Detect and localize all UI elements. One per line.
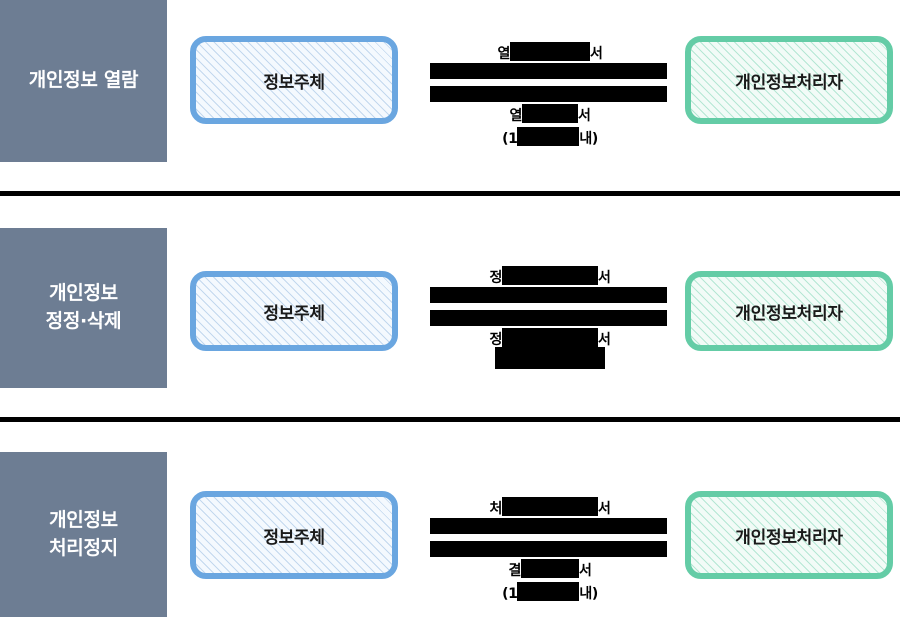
sidebar-block-correction-deletion: 개인정보 정정·삭제: [0, 228, 167, 388]
caption-suffix: 서: [590, 46, 603, 62]
caption-suffix: 서: [598, 270, 611, 286]
redacted-text: [495, 347, 605, 369]
caption-prefix: 처: [489, 501, 503, 517]
caption-suffix: 서: [598, 332, 611, 348]
actor-label-data-subject: 정보주체: [263, 72, 325, 93]
sidebar-label-processing-suspension: 개인정보 처리정지: [49, 508, 118, 559]
flow-arrow-outbound-redacted: [430, 287, 667, 303]
row-divider-1: [0, 191, 900, 196]
actor-label-data-subject: 정보주체: [263, 303, 325, 324]
caption-prefix: 열: [497, 46, 511, 62]
redacted-text: [522, 104, 578, 123]
caption-suffix: 내): [579, 585, 598, 602]
caption-prefix: 열: [509, 108, 523, 124]
actor-box-data-controller[interactable]: 개인정보처리자: [685, 36, 893, 124]
caption-prefix: (1: [502, 585, 518, 602]
caption-deadline-line: (1 내): [415, 581, 685, 604]
sidebar-block-processing-suspension: 개인정보 처리정지: [0, 452, 167, 617]
flow-arrow-inbound-redacted: [430, 86, 667, 102]
redacted-text: [517, 126, 580, 146]
caption-suffix: 내): [579, 130, 598, 147]
flow-arrow-inbound-redacted: [430, 310, 667, 326]
redacted-text: [502, 266, 598, 285]
flow-arrow-outbound-redacted: [430, 518, 667, 534]
flow-caption-response-bottom: 열 서 (1 내): [415, 104, 685, 149]
sidebar-label-correction-deletion: 개인정보 정정·삭제: [45, 282, 122, 332]
row-divider-2: [0, 417, 900, 422]
caption-prefix: 결: [508, 563, 522, 579]
redacted-text: [517, 581, 580, 601]
caption-prefix: (1: [502, 130, 518, 147]
actor-label-data-subject: 정보주체: [263, 527, 325, 548]
sidebar-block-access: 개인정보 열람: [0, 0, 167, 162]
redacted-text: [510, 42, 590, 61]
caption-suffix: 서: [598, 501, 611, 517]
actor-label-data-controller: 개인정보처리자: [735, 303, 843, 324]
actor-box-data-subject[interactable]: 정보주체: [190, 491, 398, 579]
redacted-text: [521, 559, 579, 578]
caption-suffix: 서: [579, 563, 592, 579]
flow-caption-response-bottom: 결 서 (1 내): [415, 559, 685, 604]
redacted-text: [502, 497, 598, 516]
caption-deadline-line: (1 내): [415, 126, 685, 149]
caption-prefix: 정: [489, 332, 503, 348]
actor-label-data-controller: 개인정보처리자: [735, 527, 843, 548]
flow-arrow-inbound-redacted: [430, 541, 667, 557]
caption-prefix: 정: [489, 270, 503, 286]
caption-suffix: 서: [578, 108, 591, 124]
redacted-text: [502, 328, 598, 347]
sidebar-label-access: 개인정보 열람: [28, 69, 139, 92]
actor-box-data-subject[interactable]: 정보주체: [190, 36, 398, 124]
flow-arrow-outbound-redacted: [430, 63, 667, 79]
actor-label-data-controller: 개인정보처리자: [735, 72, 843, 93]
actor-box-data-subject[interactable]: 정보주체: [190, 271, 398, 351]
actor-box-data-controller[interactable]: 개인정보처리자: [685, 491, 893, 579]
actor-box-data-controller[interactable]: 개인정보처리자: [685, 271, 893, 351]
